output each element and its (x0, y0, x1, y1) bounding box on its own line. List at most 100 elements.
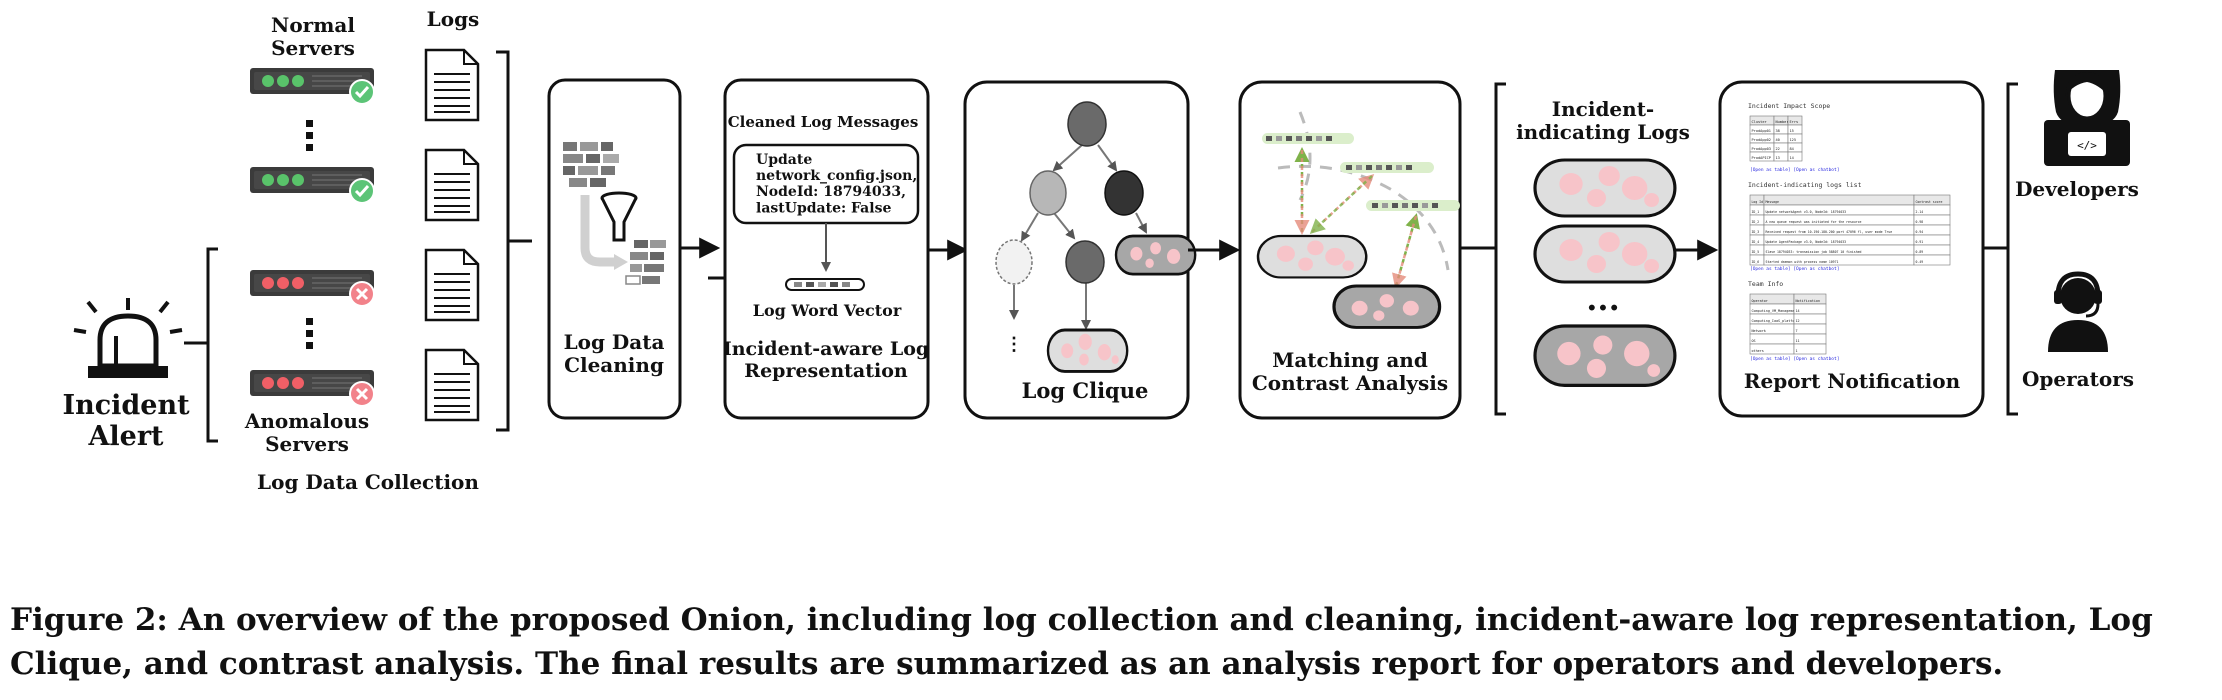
table-header-cell: Operator (1752, 299, 1768, 303)
table-cell (1787, 151, 1803, 162)
clusters-ellipsis: ... (1586, 280, 1619, 318)
table-cell-text: 40 (1776, 138, 1780, 142)
table-cell-text: 11 (1796, 339, 1800, 343)
table-cell-text: ProdAPICP (1752, 156, 1771, 160)
incident-logs-bracket (1494, 82, 1506, 416)
impact-scope-title: Incident Impact Scope (1748, 102, 1830, 110)
flow-arrow-icon (580, 195, 616, 267)
table-cell-text: 84 (1790, 147, 1794, 151)
normal-server-icon (248, 66, 376, 106)
report-links: [Open as table] [Open as chatbot] (1750, 266, 1839, 272)
developer-icon: </> (2044, 70, 2130, 166)
incident-log-cluster (1533, 158, 1677, 218)
vertical-ellipsis-icon (306, 318, 313, 349)
roles-bracket (2006, 82, 2018, 416)
table-cell (1793, 323, 1827, 335)
anomalous-server-icon (248, 268, 376, 308)
table-header-cell: Log Id (1752, 200, 1764, 204)
table-cell-text: ID_6 (1752, 260, 1760, 264)
svg-text:</>: </> (2077, 139, 2097, 152)
log-file-icon (424, 248, 480, 322)
incident-log-cluster (1533, 324, 1677, 387)
table-header-cell: Notification (1796, 299, 1821, 303)
log-file-icon (424, 148, 480, 222)
table-cell-text: 0.98 (1916, 220, 1924, 224)
table-cell-text: 22 (1776, 147, 1780, 151)
table-header-cell: Message (1766, 200, 1780, 204)
team-info-title: Team Info (1748, 280, 1783, 288)
table-cell-text: 0.91 (1916, 240, 1924, 244)
table-header-cell: Contrast score (1916, 200, 1943, 204)
table-cell-text: ProdApp01 (1752, 129, 1771, 133)
table-cell-text: ID_3 (1752, 230, 1760, 234)
table-cell-text: 0.89 (1916, 250, 1924, 254)
table-cell (1749, 333, 1795, 345)
table-cell-text: Update AgentPackage v3.0, NodeId: 187940… (1766, 240, 1847, 244)
table-cell (1763, 194, 1915, 206)
cleaned-logs-icon (625, 240, 666, 285)
word-vector-icon (785, 278, 865, 291)
figure-caption: Figure 2: An overview of the proposed On… (10, 602, 2153, 682)
table-cell-text: 38 (1776, 129, 1780, 133)
log-word-vector-label: Log Word Vector (753, 301, 902, 320)
table-cell-text: 1 (1796, 349, 1798, 353)
table-cell-text: 125 (1790, 138, 1797, 142)
table-cell-text: Started daemon with process name 10971 (1766, 260, 1839, 264)
table-cell (1793, 343, 1827, 355)
anomalous-server-icon (248, 368, 376, 408)
normal-server-icon (248, 165, 376, 205)
table-cell-text: Received request from 10.190.180.200 por… (1766, 230, 1893, 234)
developers-label: Developers (2015, 177, 2139, 201)
logs-label: Logs (427, 7, 480, 31)
funnel-icon (600, 191, 638, 242)
cleaned-log-messages-label: Cleaned Log Messages (728, 113, 919, 131)
report-links: [Open as table] [Open as chatbot] (1750, 167, 1839, 173)
report-links: [Open as table] [Open as chatbot] (1750, 356, 1839, 362)
logs-bracket (496, 50, 510, 432)
table-cell-text: others (1752, 349, 1764, 353)
clique-ellipsis: ⋮ (1005, 334, 1023, 355)
logs-list-title: Incident-indicating logs list (1748, 181, 1862, 189)
table-header-cell: Errs (1790, 120, 1799, 124)
log-data-collection-label: Log Data Collection (257, 470, 479, 494)
table-cell (1913, 254, 1951, 266)
brick-logs-icon (563, 142, 619, 187)
incident-logs-label: Incident-indicating Logs (1516, 97, 1690, 144)
table-cell-text: Computing_IaaS_platform (1752, 319, 1799, 323)
table-header-cell: Cluster (1752, 120, 1768, 124)
table-cell-text: 7 (1796, 329, 1798, 333)
log-file-icon (424, 48, 480, 122)
table-cell-text: ID_1 (1752, 210, 1760, 214)
table-cell-text: OS (1752, 339, 1756, 343)
table-cell-text: Slave 18794033: transmission job 58807 1… (1766, 250, 1862, 254)
table-cell-text: 14 (1796, 309, 1800, 313)
table-cell-text: 0.49 (1916, 260, 1924, 264)
operator-icon (2048, 271, 2108, 352)
report-notification-label: Report Notification (1744, 369, 1961, 393)
log-file-icon (424, 348, 480, 422)
table-cell-text: 15 (1790, 129, 1794, 133)
table-cell-text: ID_4 (1752, 240, 1760, 244)
table-header-cell: Number (1776, 120, 1790, 124)
table-cell-text: 0.94 (1916, 230, 1924, 234)
operators-label: Operators (2022, 367, 2134, 391)
table-cell-text: ID_2 (1752, 220, 1760, 224)
incident-alert-icon (73, 298, 183, 378)
servers-bracket (206, 247, 218, 443)
table-cell-text: Update networkAgent v3.0, NodeId: 187940… (1766, 210, 1847, 214)
table-cell-text: ProdApp02 (1752, 138, 1771, 142)
vertical-ellipsis-icon (306, 120, 313, 151)
clique-tree (995, 101, 1197, 373)
table-cell-text: 2.14 (1916, 210, 1924, 214)
log-clique-label: Log Clique (1022, 378, 1149, 403)
